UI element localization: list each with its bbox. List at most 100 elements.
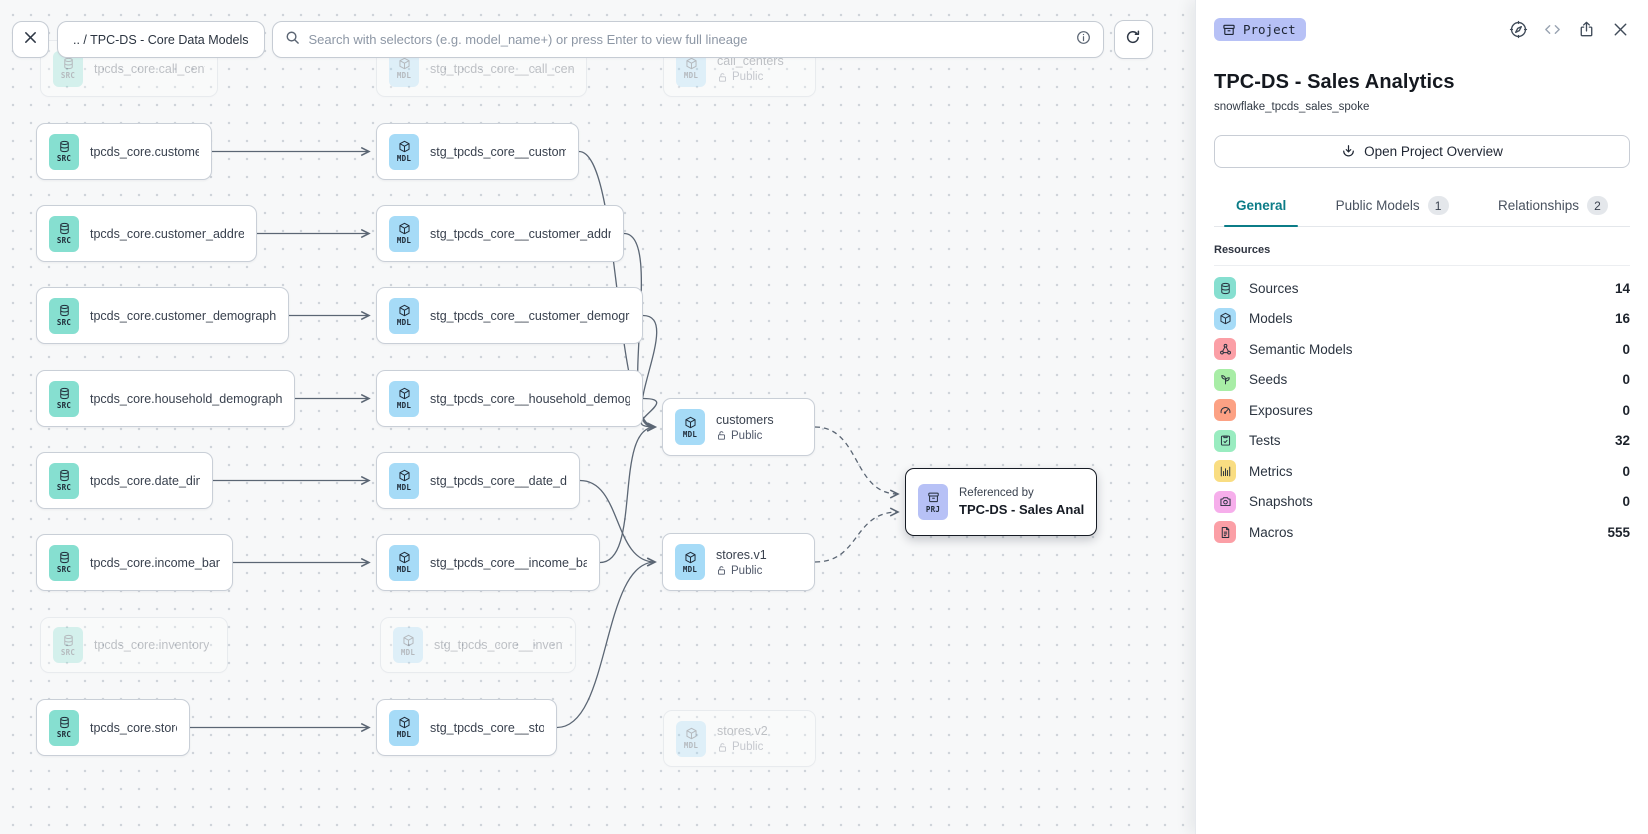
lineage-node-src_customer_demographics[interactable]: SRC tpcds_core.customer_demographics <box>36 287 289 344</box>
project-details-panel: Project TPC-DS - Sales Analytics snowfla… <box>1195 0 1648 834</box>
lineage-node-mdl_store[interactable]: MDLstg_tpcds_core__store <box>376 699 557 756</box>
node-label: tpcds_core.inventory <box>94 638 209 652</box>
archive-box-icon <box>1222 23 1236 37</box>
node-label: tpcds_core.customer_demographics <box>90 309 276 323</box>
lineage-node-pub_customers[interactable]: MDL customersPublic <box>662 398 815 456</box>
camera-icon <box>1214 491 1236 513</box>
project-type-chip: Project <box>1214 18 1306 41</box>
node-label: tpcds_core.income_band <box>90 556 220 570</box>
resource-count: 0 <box>1622 372 1630 387</box>
clipboard-icon <box>1214 430 1236 452</box>
database-icon: SRC <box>49 134 79 170</box>
edge-pub_customers-to-prj <box>815 427 898 494</box>
cube-icon: MDL <box>389 381 419 417</box>
chart-icon <box>1214 460 1236 482</box>
node-label: stg_tpcds_core__income_band <box>430 556 587 570</box>
search-input[interactable] <box>309 32 1067 47</box>
gauge-icon <box>1214 399 1236 421</box>
panel-tabs: General Public Models1 Relationships2 <box>1214 190 1630 227</box>
resource-row-sources[interactable]: Sources14 <box>1214 273 1630 304</box>
refresh-icon <box>1125 29 1141 50</box>
cube-icon: MDL <box>675 409 705 445</box>
unlock-icon <box>717 742 728 753</box>
database-icon: SRC <box>49 381 79 417</box>
lineage-node-prj[interactable]: PRJReferenced byTPC-DS - Sales Analytics <box>905 468 1097 536</box>
node-label: stg_tpcds_core__call_center <box>430 62 574 76</box>
lineage-node-src_income_band[interactable]: SRC tpcds_core.income_band <box>36 534 233 591</box>
tab-relationships[interactable]: Relationships2 <box>1486 190 1620 226</box>
edge-mdl_household_demographics-to-pub_customers <box>641 399 656 428</box>
close-panel-icon[interactable] <box>1611 20 1630 39</box>
resource-row-macros[interactable]: Macros555 <box>1214 517 1630 548</box>
lineage-node-mdl_customer_address[interactable]: MDLstg_tpcds_core__customer_address <box>376 205 624 262</box>
cube-icon: MDL <box>676 721 706 757</box>
lineage-node-src_customer_address[interactable]: SRCtpcds_core.customer_address <box>36 205 257 262</box>
lineage-node-mdl_date_dim[interactable]: MDLstg_tpcds_core__date_dim <box>376 452 580 509</box>
unlock-icon <box>716 430 727 441</box>
lineage-node-src_date_dim[interactable]: SRCtpcds_core.date_dim <box>36 452 213 509</box>
share-icon[interactable] <box>1577 20 1596 39</box>
resource-name: Seeds <box>1249 372 1609 387</box>
cube-icon: MDL <box>675 544 705 580</box>
lineage-node-mdl_income_band[interactable]: MDL stg_tpcds_core__income_band <box>376 534 600 591</box>
tab-general[interactable]: General <box>1224 190 1298 226</box>
search-icon <box>285 30 300 50</box>
resource-name: Metrics <box>1249 464 1609 479</box>
resources-heading: Resources <box>1214 244 1630 266</box>
node-label: stg_tpcds_core__store <box>430 721 544 735</box>
database-icon <box>1214 277 1236 299</box>
database-icon: SRC <box>53 627 83 663</box>
tab-count-badge: 2 <box>1587 196 1608 215</box>
cube-icon: MDL <box>389 463 419 499</box>
lineage-node-src_household_demographics[interactable]: SRCtpcds_core.household_demographics <box>36 370 295 427</box>
resource-row-semantic-models[interactable]: Semantic Models0 <box>1214 334 1630 365</box>
node-access-label: Public <box>732 71 763 83</box>
lineage-node-pub_stores_v1[interactable]: MDLstores.v1Public <box>662 533 815 591</box>
lineage-node-mdl_customer_demographics[interactable]: MDLstg_tpcds_core__customer_demogra… <box>376 287 643 344</box>
lineage-node-src_inventory[interactable]: SRC tpcds_core.inventory <box>40 617 228 673</box>
resource-row-snapshots[interactable]: Snapshots0 <box>1214 487 1630 518</box>
resource-row-models[interactable]: Models16 <box>1214 304 1630 335</box>
resource-row-tests[interactable]: Tests32 <box>1214 426 1630 457</box>
resource-name: Snapshots <box>1249 494 1609 509</box>
node-label: stores.v2 <box>717 724 768 738</box>
node-label: tpcds_core.store <box>90 721 177 735</box>
explore-lineage-icon[interactable] <box>1509 20 1528 39</box>
resource-row-seeds[interactable]: Seeds 0 <box>1214 365 1630 396</box>
code-icon[interactable] <box>1543 20 1562 39</box>
node-label: tpcds_core.date_dim <box>90 474 200 488</box>
lineage-node-pub_stores_v2[interactable]: MDLstores.v2Public <box>663 710 816 767</box>
info-icon[interactable] <box>1076 30 1091 50</box>
lineage-node-src_store[interactable]: SRC tpcds_core.store <box>36 699 190 756</box>
database-icon: SRC <box>49 545 79 581</box>
lineage-node-src_customer[interactable]: SRCtpcds_core.customer <box>36 123 212 180</box>
close-lineage-button[interactable] <box>12 21 49 58</box>
cube-icon: MDL <box>389 134 419 170</box>
breadcrumb[interactable]: .. / TPC-DS - Core Data Models <box>57 21 265 58</box>
resource-row-exposures[interactable]: Exposures0 <box>1214 395 1630 426</box>
database-icon: SRC <box>49 710 79 746</box>
referenced-by-label: Referenced by <box>959 487 1084 499</box>
refresh-lineage-button[interactable] <box>1114 20 1153 59</box>
node-access-label: Public <box>731 430 762 442</box>
node-label: stg_tpcds_core__customer <box>430 145 566 159</box>
lineage-search[interactable] <box>272 21 1104 58</box>
node-label: tpcds_core.customer_address <box>90 227 244 241</box>
project-subtitle: snowflake_tpcds_sales_spoke <box>1214 101 1630 113</box>
tab-public-models[interactable]: Public Models1 <box>1324 190 1461 226</box>
unlock-icon <box>716 565 727 576</box>
resource-row-metrics[interactable]: Metrics 0 <box>1214 456 1630 487</box>
lineage-node-mdl_inventory[interactable]: MDLstg_tpcds_core__inventory <box>380 617 576 673</box>
node-label: customers <box>716 413 774 427</box>
open-project-overview-button[interactable]: Open Project Overview <box>1214 135 1630 168</box>
node-label: stg_tpcds_core__customer_address <box>430 227 611 241</box>
resource-count: 555 <box>1607 525 1630 540</box>
lineage-canvas[interactable]: SRCtpcds_core.call_centerSRCtpcds_core.c… <box>0 0 1195 834</box>
node-label: stores.v1 <box>716 548 767 562</box>
lineage-node-mdl_household_demographics[interactable]: MDLstg_tpcds_core__household_demogr… <box>376 370 643 427</box>
lineage-node-mdl_customer[interactable]: MDL stg_tpcds_core__customer <box>376 123 579 180</box>
cube-icon: MDL <box>389 545 419 581</box>
resource-count: 0 <box>1622 403 1630 418</box>
resource-count: 0 <box>1622 464 1630 479</box>
database-icon: SRC <box>49 298 79 334</box>
